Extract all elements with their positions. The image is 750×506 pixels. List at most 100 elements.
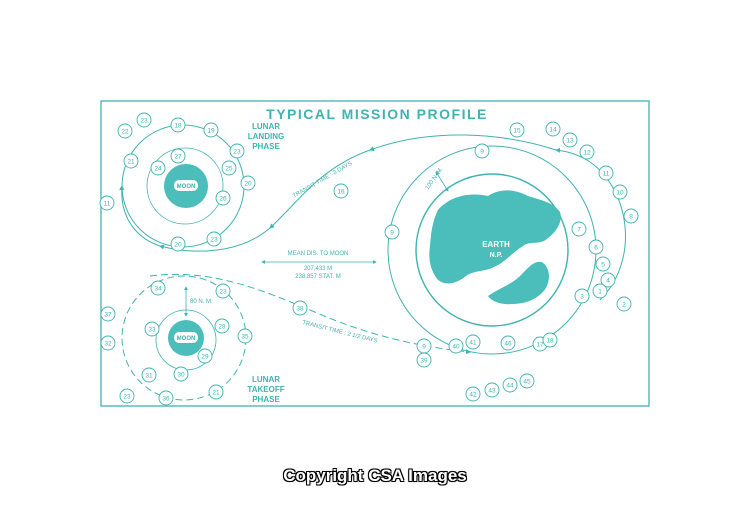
step-marker-return-2-label: 9 xyxy=(422,343,426,350)
step-marker-outbound-16-label: 1 xyxy=(598,288,602,295)
step-marker-takeoff-3-circle xyxy=(100,306,116,322)
earth-group: EARTH N.P. 100 N. M. xyxy=(387,145,597,355)
step-marker-outbound-2-circle xyxy=(509,122,525,138)
step-marker-return-8-circle xyxy=(542,332,558,348)
earth-label-1: EARTH xyxy=(482,240,510,249)
step-marker-return-6-circle xyxy=(500,335,516,351)
step-marker-landing-10: 23 xyxy=(229,143,245,159)
earth-landmass-south xyxy=(488,261,549,305)
step-marker-landing-2: 21 xyxy=(123,153,139,169)
moon-takeoff-group: MOON 80 N. M. LUNAR TAKEOFF PHASE xyxy=(121,275,285,404)
step-marker-landing-10-circle xyxy=(229,143,245,159)
step-marker-outbound-11-circle xyxy=(588,239,604,255)
step-marker-outbound-1-label: 16 xyxy=(337,188,345,195)
landing-phase-3: PHASE xyxy=(252,142,280,151)
step-marker-takeoff-10: 31 xyxy=(141,367,157,383)
step-marker-takeoff-10-circle xyxy=(141,367,157,383)
step-marker-takeoff-11-circle xyxy=(119,388,135,404)
earth-landmass-north xyxy=(429,190,561,284)
step-marker-landing-7-circle xyxy=(150,160,166,176)
step-marker-outbound-4-circle xyxy=(562,132,578,148)
step-marker-takeoff-9: 30 xyxy=(173,366,189,382)
landing-moon-label: MOON xyxy=(177,184,196,190)
step-marker-takeoff-4-label: 33 xyxy=(148,326,156,333)
step-marker-takeoff-8-circle xyxy=(237,328,253,344)
step-marker-return-4: 40 xyxy=(448,338,464,354)
step-marker-takeoff-6-label: 28 xyxy=(218,323,226,330)
step-marker-landing-12-label: 20 xyxy=(244,180,252,187)
step-marker-outbound-15: 2 xyxy=(616,296,632,312)
step-marker-takeoff-6: 28 xyxy=(214,318,230,334)
step-marker-landing-6: 19 xyxy=(203,122,219,138)
step-marker-outbound-15-circle xyxy=(616,296,632,312)
step-marker-return-9: 42 xyxy=(465,386,481,402)
step-marker-takeoff-9-circle xyxy=(173,366,189,382)
step-marker-return-3: 39 xyxy=(416,352,432,368)
step-marker-landing-2-label: 21 xyxy=(127,158,135,165)
step-marker-landing-9-circle xyxy=(221,160,237,176)
step-marker-return-11-circle xyxy=(502,377,518,393)
step-marker-takeoff-12-circle xyxy=(158,390,174,406)
step-marker-landing-1: 11 xyxy=(99,195,115,211)
step-marker-return-1: 38 xyxy=(292,300,308,316)
step-marker-outbound-10-circle xyxy=(571,221,587,237)
step-marker-landing-4: 23 xyxy=(136,112,152,128)
earth-altitude-label: 100 N. M. xyxy=(425,166,445,191)
outbound-departure xyxy=(555,147,626,301)
step-marker-outbound-7-label: 10 xyxy=(616,189,624,196)
step-marker-return-11: 44 xyxy=(502,377,518,393)
step-marker-landing-8-circle xyxy=(170,148,186,164)
step-marker-outbound-3-label: 14 xyxy=(549,126,557,133)
takeoff-moon-label-box xyxy=(174,332,198,343)
step-marker-outbound-10-label: 7 xyxy=(577,226,581,233)
step-marker-outbound-4: 13 xyxy=(562,132,578,148)
takeoff-phase-2: TAKEOFF xyxy=(247,385,284,394)
step-marker-takeoff-8: 35 xyxy=(237,328,253,344)
step-marker-return-5-circle xyxy=(465,334,481,350)
step-marker-outbound-5-circle xyxy=(579,144,595,160)
step-marker-outbound-14-circle xyxy=(574,288,590,304)
step-marker-return-9-circle xyxy=(465,386,481,402)
step-marker-takeoff-7-circle xyxy=(197,348,213,364)
step-marker-landing-12-circle xyxy=(240,175,256,191)
step-marker-landing-14-circle xyxy=(206,231,222,247)
step-marker-takeoff-5-circle xyxy=(100,335,116,351)
takeoff-phase-3: PHASE xyxy=(252,395,280,404)
step-marker-takeoff-7-label: 29 xyxy=(201,353,209,360)
step-marker-outbound-2-label: 15 xyxy=(513,127,521,134)
step-marker-takeoff-4-circle xyxy=(144,321,160,337)
step-marker-return-2: 9 xyxy=(416,338,432,354)
step-marker-outbound-8: 9 xyxy=(474,143,490,159)
step-marker-outbound-6-label: 11 xyxy=(603,170,610,177)
step-marker-return-10-circle xyxy=(484,382,500,398)
step-marker-outbound-8-label: 9 xyxy=(480,148,484,155)
step-marker-return-5: 41 xyxy=(465,334,481,350)
earth-label-2: N.P. xyxy=(490,252,503,259)
step-marker-return-12-circle xyxy=(519,373,535,389)
step-marker-landing-9-label: 25 xyxy=(225,165,233,172)
step-marker-return-8-label: 18 xyxy=(546,337,554,344)
takeoff-moon-label: MOON xyxy=(177,336,196,342)
step-marker-landing-11: 26 xyxy=(215,190,231,206)
mean-distance-2: 207,433 M xyxy=(304,266,332,272)
step-marker-center-label: 9 xyxy=(390,229,394,236)
step-marker-landing-6-label: 19 xyxy=(207,127,215,134)
step-marker-takeoff-13: 21 xyxy=(208,384,224,400)
step-marker-takeoff-9-label: 30 xyxy=(177,371,185,378)
step-marker-takeoff-12: 36 xyxy=(158,390,174,406)
step-marker-takeoff-6-circle xyxy=(214,318,230,334)
step-marker-landing-13: 20 xyxy=(170,236,186,252)
step-marker-takeoff-13-circle xyxy=(208,384,224,400)
step-marker-outbound-15-label: 2 xyxy=(622,301,626,308)
step-marker-takeoff-2-circle xyxy=(215,283,231,299)
step-marker-outbound-12-circle xyxy=(595,256,611,272)
step-marker-takeoff-2: 23 xyxy=(215,283,231,299)
step-marker-outbound-11: 6 xyxy=(588,239,604,255)
step-marker-return-10: 43 xyxy=(484,382,500,398)
step-marker-outbound-9-label: 8 xyxy=(629,213,633,220)
step-marker-outbound-7-circle xyxy=(612,184,628,200)
step-marker-landing-5-label: 18 xyxy=(174,122,182,129)
mean-distance-1: MEAN DIS. TO MOON xyxy=(288,251,349,257)
